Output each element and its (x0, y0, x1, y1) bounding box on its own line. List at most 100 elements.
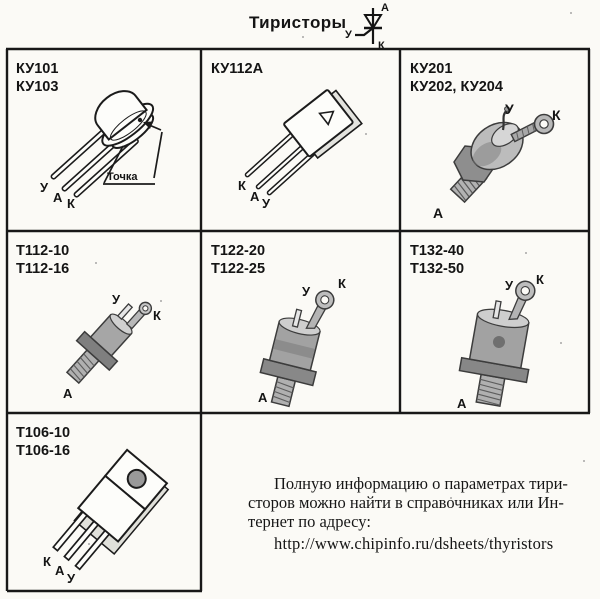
t132-package-drawing: У К А (457, 272, 544, 411)
part-numbers: Т132-40 Т132-50 (410, 242, 464, 278)
pin-label-anode: А (457, 396, 467, 411)
pin-label-cathode: К (67, 196, 75, 211)
arrowhead-icon (143, 121, 153, 129)
stud-package-body (458, 280, 536, 407)
pin-label-gate: У (505, 278, 514, 293)
body-shading (273, 339, 315, 359)
pin-label-cathode: К (536, 272, 544, 287)
body-shading (493, 336, 505, 348)
gate-lead (492, 300, 502, 320)
part-number: КУ201 (410, 61, 453, 77)
footer-line: сторов можно найти в справочниках или Ин… (248, 493, 564, 512)
package-leads (52, 510, 111, 571)
part-number: Т112-10 (16, 243, 70, 259)
cathode-lug-hole (539, 119, 549, 129)
part-numbers: Т122-20 Т122-25 (211, 242, 265, 278)
cell-t132: Т132-40 Т132-50 У К А (401, 232, 589, 412)
body-cap (109, 313, 133, 335)
part-numbers: Т106-10 Т106-16 (16, 424, 70, 460)
symbol-triangle (363, 14, 383, 30)
ku112a-package-drawing: К А У (238, 89, 363, 211)
cathode-lug-hole (142, 305, 149, 312)
part-number: Т132-50 (410, 261, 465, 277)
pin-label-gate: У (505, 101, 514, 117)
pin-label-gate: У (262, 196, 271, 211)
pin-label-anode: А (250, 189, 260, 204)
symbol-anode-label: А (381, 2, 389, 14)
gate-wire-tip (504, 106, 510, 112)
cell-ku112a: КУ112А К А У (202, 50, 399, 230)
scan-speck (560, 342, 562, 344)
footer-url: http://www.chipinfo.ru/dsheets/thyristor… (274, 534, 554, 553)
pin-label-gate: У (302, 284, 311, 299)
part-number: КУ202, КУ204 (410, 79, 503, 95)
ku101-package-drawing: Точка У А К (40, 90, 163, 211)
mounting-hole (126, 468, 147, 489)
body-shading (472, 141, 502, 167)
dot-note-label: Точка (107, 171, 138, 183)
pin-label-cathode: К (338, 276, 346, 291)
pin-label-anode: А (55, 563, 65, 578)
pin-label-gate: У (112, 292, 121, 307)
scan-speck (570, 12, 572, 14)
scan-speck (88, 543, 90, 545)
stud-package-body (259, 290, 335, 408)
body-cap (278, 317, 321, 336)
scan-speck (365, 133, 367, 135)
part-numbers: КУ112А (211, 60, 263, 78)
symbol-gate-label: У (345, 29, 352, 41)
gate-lead (291, 308, 303, 328)
scan-speck (583, 460, 585, 462)
part-number: Т132-40 (410, 243, 465, 259)
part-number: Т122-20 (211, 243, 266, 259)
pin-label-anode: А (433, 205, 443, 221)
scan-speck (160, 300, 162, 302)
dot-annotation-lines (103, 123, 163, 185)
scan-speck (95, 262, 97, 264)
part-number: Т122-25 (211, 261, 266, 277)
cell-ku101: КУ101 КУ103 Точка У А К (7, 50, 200, 230)
thyristor-symbol-icon: А К У (345, 2, 389, 50)
cell-t122: Т122-20 Т122-25 У К А (202, 232, 399, 412)
part-number: Т106-16 (16, 443, 71, 459)
scan-speck (525, 252, 527, 254)
to220-package-body (52, 448, 170, 571)
body-cap (491, 123, 519, 147)
footer-note: Полную информацию о параметрах тири- сто… (248, 474, 594, 553)
part-numbers: Т112-10 Т112-16 (16, 242, 69, 278)
cell-t112: Т112-10 Т112-16 У К А (7, 232, 200, 412)
scan-speck (450, 497, 452, 499)
part-numbers: КУ201 КУ202, КУ204 (410, 60, 503, 96)
cathode-lug-hole (320, 295, 330, 305)
part-numbers: КУ101 КУ103 (16, 60, 58, 96)
package-logo-mark (318, 110, 335, 127)
symbol-gate-line (355, 27, 374, 37)
t112-package-drawing: У К А (63, 292, 161, 401)
pin-label-anode: А (53, 190, 63, 205)
pin-label-gate: У (67, 571, 76, 586)
pin-label-cathode: К (552, 107, 561, 123)
pin-label-gate: У (40, 180, 49, 195)
pin-label-anode: А (258, 390, 268, 405)
symbol-cathode-label: К (378, 40, 385, 50)
pin-label-cathode: К (43, 554, 51, 569)
footer-line: Полную информацию о параметрах тири- (274, 474, 568, 493)
stud-package-body (65, 301, 153, 385)
t122-package-drawing: У К А (258, 276, 346, 408)
plastic-package-body (283, 89, 363, 160)
ku201-package-drawing: У К А (433, 101, 561, 221)
part-number: КУ103 (16, 79, 59, 95)
pin-label-anode: А (63, 386, 73, 401)
pin-label-cathode: К (238, 178, 246, 193)
footer-line: тернет по адресу: (248, 512, 371, 531)
part-number: КУ101 (16, 61, 59, 77)
t106-package-drawing: К А У (43, 448, 170, 586)
cell-t106: Т106-10 Т106-16 К А У (7, 414, 201, 590)
gate-lead (116, 303, 134, 321)
page-title: Тиристоры (249, 13, 347, 32)
metal-can-body (94, 90, 155, 149)
pin-label-cathode: К (153, 308, 161, 323)
cathode-lug-hole (520, 286, 531, 296)
part-number: Т112-16 (16, 261, 70, 277)
